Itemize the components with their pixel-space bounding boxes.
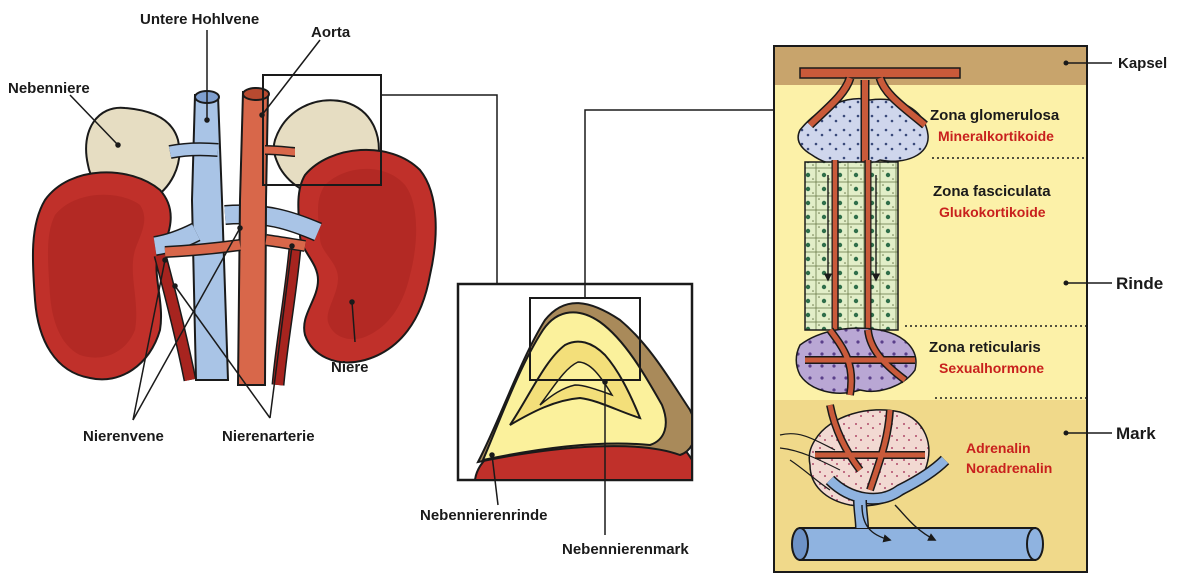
label-nebenniere: Nebenniere — [8, 80, 90, 97]
zone-reticularis: Zona reticularis — [929, 339, 1041, 356]
label-rinde: Rinde — [1116, 274, 1163, 293]
histology-panel — [774, 46, 1087, 572]
hormone-sexualhormone: Sexualhormone — [939, 360, 1044, 376]
hormone-glukokortikoide: Glukokortikoide — [939, 204, 1046, 220]
zone-fasciculata: Zona fasciculata — [933, 183, 1051, 200]
hormone-noradrenalin: Noradrenalin — [966, 460, 1052, 476]
zone-glomerulosa: Zona glomerulosa — [930, 107, 1060, 124]
capsule-band — [775, 47, 1086, 85]
label-kapsel: Kapsel — [1118, 55, 1167, 72]
label-aorta: Aorta — [311, 24, 351, 41]
label-untere-hohlvene: Untere Hohlvene — [140, 11, 259, 28]
hormone-adrenalin: Adrenalin — [966, 440, 1031, 456]
label-mark: Mark — [1116, 424, 1156, 443]
kidneys-illustration — [33, 75, 436, 385]
label-nebennierenmark: Nebennierenmark — [562, 541, 689, 558]
label-nierenarterie: Nierenarterie — [222, 428, 315, 445]
label-nierenvene: Nierenvene — [83, 428, 164, 445]
hormone-mineralkortikoide: Mineralkortikoide — [938, 128, 1054, 144]
label-nebennierenrinde: Nebennierenrinde — [420, 507, 548, 524]
label-niere: Niere — [331, 359, 369, 376]
adrenal-zoom-panel — [458, 284, 700, 480]
